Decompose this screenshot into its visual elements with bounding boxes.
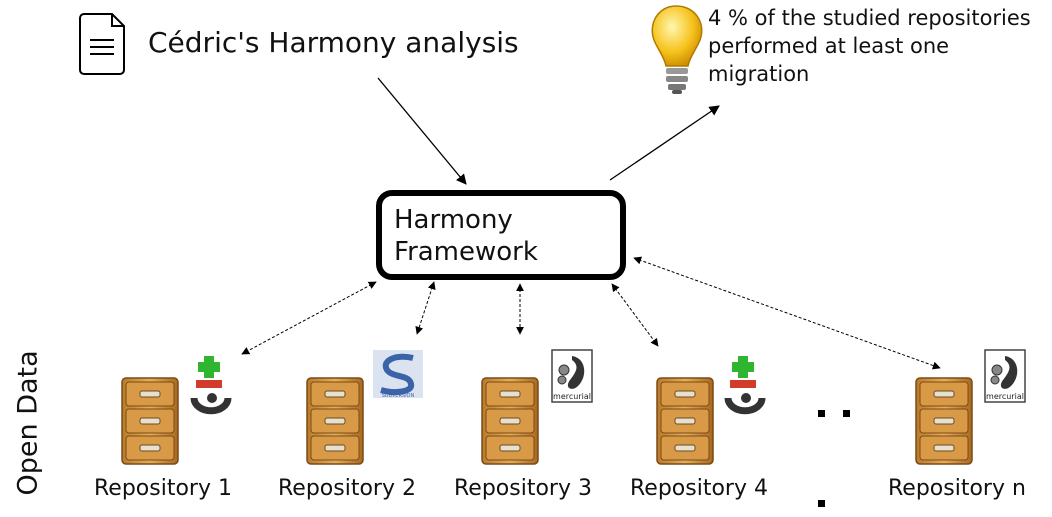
- repository-1-label: Repository 1: [94, 476, 232, 501]
- subversion-icon: SUBVERSION: [373, 350, 423, 399]
- svg-text:mercurial: mercurial: [553, 392, 591, 401]
- link-repository-2: [415, 281, 436, 335]
- repository-4-label: Repository 4: [630, 476, 768, 501]
- repository-3-label: Repository 3: [454, 476, 592, 501]
- git-icon: [728, 356, 762, 411]
- framework-name: Harmony Framework: [394, 205, 538, 267]
- repository-3-cabinet: [481, 377, 539, 465]
- repository-1-cabinet: [121, 377, 179, 465]
- link-repository-n: [633, 256, 941, 370]
- lightbulb-icon: [651, 5, 703, 94]
- harmony-framework-box: Harmony Framework: [376, 190, 626, 280]
- link-repository-4: [611, 283, 659, 347]
- repository-4-cabinet: [656, 377, 714, 465]
- repository-n-cabinet: [915, 377, 973, 465]
- analysis-title: Cédric's Harmony analysis: [148, 26, 519, 59]
- open-data-label: Open Data: [12, 350, 44, 496]
- analysis-to-framework-arrow: [377, 77, 467, 185]
- migration-insight-text: 4 % of the studied repositories performe…: [708, 6, 1031, 86]
- git-icon: [194, 356, 228, 411]
- mercurial-icon: mercurial: [984, 349, 1026, 403]
- svg-text:SUBVERSION: SUBVERSION: [382, 393, 415, 399]
- link-repository-1: [241, 281, 377, 355]
- mercurial-icon: mercurial: [551, 349, 593, 403]
- svg-text:mercurial: mercurial: [986, 392, 1024, 401]
- repository-2-label: Repository 2: [278, 476, 416, 501]
- framework-to-insight-arrow: [609, 105, 720, 181]
- repository-2-cabinet: [306, 377, 364, 465]
- repository-n-label: Repository n: [888, 476, 1026, 501]
- ellipsis-dots: [818, 410, 850, 507]
- document-icon: [79, 13, 125, 75]
